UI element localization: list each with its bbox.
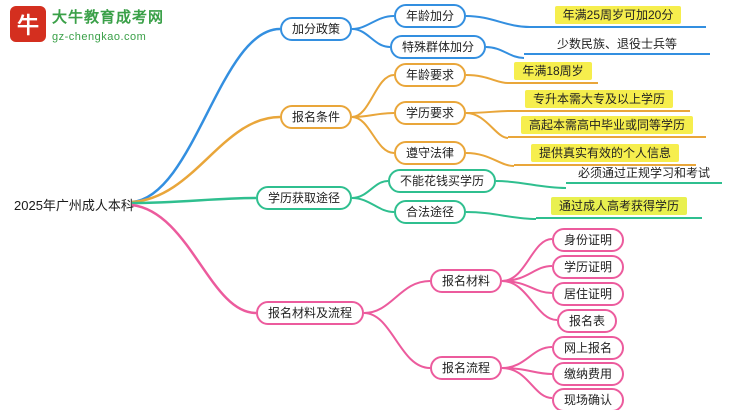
leaf-highlight-text: 高起本需高中毕业或同等学历 bbox=[520, 116, 693, 134]
branch-registration-conditions-node: 报名条件 bbox=[280, 105, 353, 129]
root-node: 2025年广州成人本科 bbox=[14, 198, 134, 213]
leaf-gaokao-degree-detail: 通过成人高考获得学历 bbox=[536, 197, 702, 219]
leaf-highlight-text: 通过成人高考获得学历 bbox=[550, 197, 687, 215]
leaf-online-registration: 网上报名 bbox=[552, 336, 625, 360]
bull-logo-icon: 牛 bbox=[10, 6, 46, 42]
leaf-education-proof: 学历证明 bbox=[552, 255, 625, 279]
leaf-highlight-text: 年满25周岁可加20分 bbox=[554, 6, 682, 24]
site-logo: 牛 大牛教育成考网 gz-chengkao.com bbox=[10, 6, 164, 44]
branch-bonus-policy-node: 加分政策 bbox=[280, 17, 353, 41]
branch-materials-process-node: 报名材料及流程 bbox=[256, 301, 365, 325]
node-special-group-bonus: 特殊群体加分 bbox=[390, 35, 487, 59]
leaf-highlight-text: 年满18周岁 bbox=[514, 62, 592, 80]
node-no-buying-degree: 不能花钱买学历 bbox=[388, 169, 497, 193]
brand-domain: gz-chengkao.com bbox=[52, 31, 147, 43]
leaf-highlight-text: 提供真实有效的个人信息 bbox=[530, 144, 679, 162]
leaf-formal-study-detail: 必须通过正规学习和考试 bbox=[566, 166, 722, 184]
leaf-age-18-detail: 年满18周岁 bbox=[508, 62, 598, 84]
leaf-pay-fees: 缴纳费用 bbox=[552, 362, 625, 386]
leaf-age-bonus-detail: 年满25周岁可加20分 bbox=[530, 6, 706, 28]
leaf-true-info-detail: 提供真实有效的个人信息 bbox=[514, 144, 696, 166]
leaf-highlight-text: 专升本需大专及以上学历 bbox=[524, 90, 673, 108]
leaf-text: 少数民族、退役士兵等 bbox=[556, 37, 677, 51]
leaf-highschool-diploma-detail: 高起本需高中毕业或同等学历 bbox=[508, 116, 706, 138]
leaf-text: 必须通过正规学习和考试 bbox=[577, 166, 710, 180]
leaf-residence-proof: 居住证明 bbox=[552, 282, 625, 306]
logo-text-block: 大牛教育成考网 gz-chengkao.com bbox=[52, 6, 164, 44]
branch-degree-acquisition-node: 学历获取途径 bbox=[256, 186, 353, 210]
leaf-onsite-confirmation: 现场确认 bbox=[552, 388, 625, 410]
leaf-special-groups-detail: 少数民族、退役士兵等 bbox=[524, 37, 710, 55]
bull-logo-glyph: 牛 bbox=[16, 13, 39, 38]
node-obey-law: 遵守法律 bbox=[394, 141, 467, 165]
node-age-bonus: 年龄加分 bbox=[394, 4, 467, 28]
node-registration-process: 报名流程 bbox=[430, 356, 503, 380]
node-education-requirement: 学历要求 bbox=[394, 101, 467, 125]
leaf-registration-form: 报名表 bbox=[557, 309, 618, 333]
leaf-identity-proof: 身份证明 bbox=[552, 228, 625, 252]
node-legal-way: 合法途径 bbox=[394, 200, 467, 224]
node-age-requirement: 年龄要求 bbox=[394, 63, 467, 87]
node-registration-materials: 报名材料 bbox=[430, 269, 503, 293]
brand-name: 大牛教育成考网 bbox=[52, 9, 165, 26]
leaf-upgrade-diploma-detail: 专升本需大专及以上学历 bbox=[508, 90, 690, 112]
